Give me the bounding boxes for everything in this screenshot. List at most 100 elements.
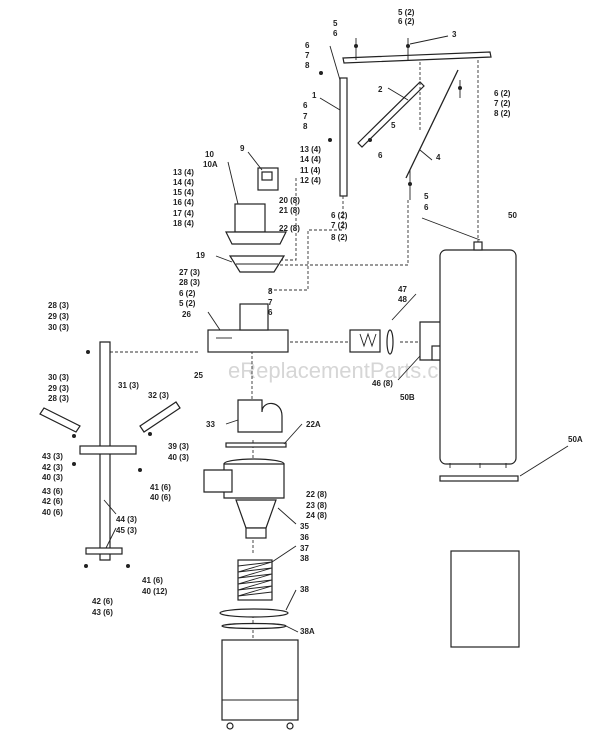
callout-6-c: 6 (303, 101, 308, 110)
callout-40-3-a: 40 (3) (168, 453, 189, 462)
callout-40-3-b: 40 (3) (42, 473, 63, 482)
callout-43-6-b: 43 (6) (92, 608, 113, 617)
stand-hardware (72, 350, 152, 568)
callout-42-6-a: 42 (6) (42, 497, 63, 506)
callout-38-a: 38 (300, 554, 309, 563)
callout-36: 36 (300, 533, 309, 542)
stand-crossbar (79, 445, 137, 555)
vertical-post-part-1 (339, 77, 348, 197)
callout-13-4-a: 13 (4) (300, 145, 321, 154)
callout-30-3-b: 30 (3) (48, 373, 69, 382)
callout-48: 48 (398, 295, 407, 304)
callout-45-3: 45 (3) (116, 526, 137, 535)
callout-38a: 38A (300, 627, 315, 636)
callout-6-2-right: 6 (2) (494, 89, 511, 98)
leader-lines (103, 35, 569, 633)
callout-8-b: 8 (303, 122, 308, 131)
callout-6-e: 6 (424, 203, 429, 212)
callout-43-6: 43 (6) (42, 487, 63, 496)
callout-22-8-b: 22 (8) (306, 490, 327, 499)
callout-5-b: 5 (391, 121, 396, 130)
callout-6-2-top: 6 (2) (398, 17, 415, 26)
callout-2: 2 (378, 85, 383, 94)
callout-43-3: 43 (3) (42, 452, 63, 461)
callout-6-b: 6 (305, 41, 310, 50)
callout-46-8: 46 (8) (372, 379, 393, 388)
callout-6-a: 6 (333, 29, 338, 38)
callout-1: 1 (312, 91, 317, 100)
callout-11-4: 11 (4) (300, 166, 321, 175)
callout-16-4: 16 (4) (173, 198, 194, 207)
lid-part-38 (219, 608, 289, 618)
callout-3: 3 (452, 30, 457, 39)
callout-41-6-a: 41 (6) (150, 483, 171, 492)
callout-19: 19 (196, 251, 205, 260)
callout-7-2-right: 7 (2) (494, 99, 511, 108)
callout-15-4: 15 (4) (173, 188, 194, 197)
watermark-text: eReplacementParts.com (228, 358, 469, 383)
callout-50b: 50B (400, 393, 415, 402)
drum-container (221, 639, 299, 730)
callout-20-8: 20 (8) (279, 196, 300, 205)
callout-35: 35 (300, 522, 309, 531)
cyclone-part-35 (203, 458, 285, 539)
callout-18-4: 18 (4) (173, 219, 194, 228)
callout-22a: 22A (306, 420, 321, 429)
callout-38-b: 38 (300, 585, 309, 594)
collection-bag-part-50 (439, 241, 517, 468)
callout-50a: 50A (568, 435, 583, 444)
callout-8-2-right: 8 (2) (494, 109, 511, 118)
callout-13-4-b: 13 (4) (173, 168, 194, 177)
diagonal-brace-part-2 (357, 81, 425, 148)
callout-5-2-top: 5 (2) (398, 8, 415, 17)
callout-32-3: 32 (3) (148, 391, 169, 400)
callout-8-2-mid: 8 (2) (331, 233, 348, 242)
callout-42-3: 42 (3) (42, 463, 63, 472)
callout-7-2-mid: 7 (2) (331, 221, 348, 230)
callout-8-c: 8 (268, 287, 273, 296)
callout-28-3-a: 28 (3) (179, 278, 200, 287)
callout-27-3: 27 (3) (179, 268, 200, 277)
callout-6-2-mid: 6 (2) (331, 211, 348, 220)
callout-4: 4 (436, 153, 441, 162)
callout-30-3-a: 30 (3) (48, 323, 69, 332)
callout-8-a: 8 (305, 61, 310, 70)
callout-12-4: 12 (4) (300, 176, 321, 185)
callout-44-3: 44 (3) (116, 515, 137, 524)
callout-39-3: 39 (3) (168, 442, 189, 451)
seal-ring-part-48 (386, 329, 394, 355)
bag-panel (450, 550, 520, 648)
callout-28-3-b: 28 (3) (48, 301, 69, 310)
hose-spring-part-36-37 (237, 559, 273, 601)
callout-28-3-c: 28 (3) (48, 394, 69, 403)
callout-29-3-a: 29 (3) (48, 312, 69, 321)
top-rail-part-3 (342, 51, 492, 64)
callout-5-c: 5 (424, 192, 429, 201)
inlet-elbow-part-33 (237, 399, 283, 433)
filter-part-47 (349, 329, 381, 353)
callout-40-6-a: 40 (6) (42, 508, 63, 517)
callout-25: 25 (194, 371, 203, 380)
bag-strap-part-50a (439, 475, 519, 482)
hardware-top (319, 38, 462, 200)
callout-5-2-b: 5 (2) (179, 299, 196, 308)
center-housing-part-26 (207, 303, 289, 353)
callout-24-8: 24 (8) (306, 511, 327, 520)
callout-22-8-top: 22 (8) (279, 224, 300, 233)
callout-47: 47 (398, 285, 407, 294)
callout-9: 9 (240, 144, 245, 153)
impeller-part-19 (228, 255, 286, 273)
callout-40-12: 40 (12) (142, 587, 168, 596)
callout-6-f: 6 (268, 308, 273, 317)
callout-23-8: 23 (8) (306, 501, 327, 510)
callout-6-d: 6 (378, 151, 383, 160)
callout-6-2-b: 6 (2) (179, 289, 196, 298)
stand-arm-part-32-right (139, 401, 181, 433)
callout-21-8: 21 (8) (279, 206, 300, 215)
callout-7-a: 7 (305, 51, 310, 60)
callout-7-c: 7 (268, 298, 273, 307)
callout-40-6-b: 40 (6) (150, 493, 171, 502)
